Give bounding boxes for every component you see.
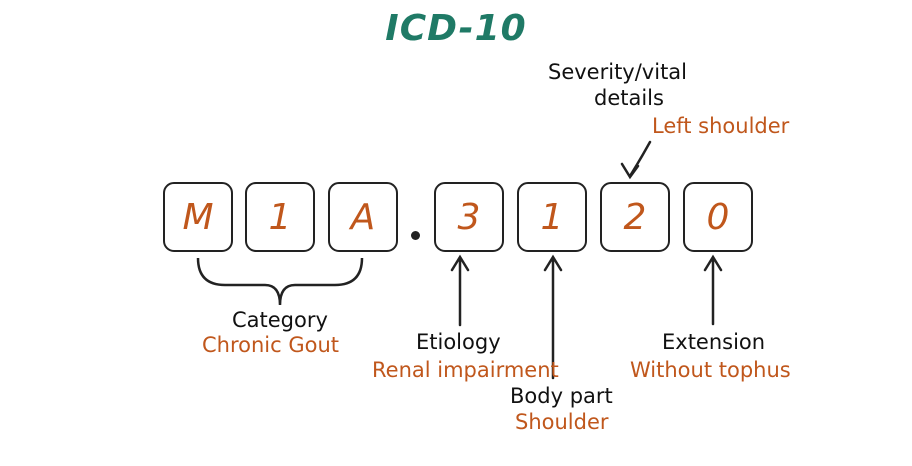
category-value: Chronic Gout: [202, 333, 340, 357]
code-char-box: 2: [600, 182, 670, 252]
code-char-box: 1: [517, 182, 587, 252]
category-label: Category: [232, 308, 328, 332]
code-char-box: 3: [434, 182, 504, 252]
etiology-label: Etiology: [416, 330, 501, 354]
body-part-arrow: [543, 254, 563, 380]
body-part-value: Shoulder: [515, 410, 609, 434]
extension-label: Extension: [662, 330, 766, 354]
severity-arrow: [620, 140, 652, 180]
code-char-box: 1: [245, 182, 315, 252]
extension-arrow: [703, 254, 723, 326]
diagram-title: ICD-10: [385, 8, 527, 49]
severity-value: Left shoulder: [652, 114, 790, 138]
severity-label-line1: Severity/vital: [548, 60, 688, 84]
category-brace: [196, 257, 364, 306]
code-char-box: M: [163, 182, 233, 252]
separator-dot: [411, 231, 420, 240]
etiology-value: Renal impairment: [372, 358, 559, 382]
etiology-arrow: [450, 254, 470, 327]
code-char-box: 0: [683, 182, 753, 252]
severity-label-line2: details: [594, 86, 664, 110]
code-char-box: A: [328, 182, 398, 252]
extension-value: Without tophus: [630, 358, 791, 382]
body-part-label: Body part: [510, 384, 613, 408]
